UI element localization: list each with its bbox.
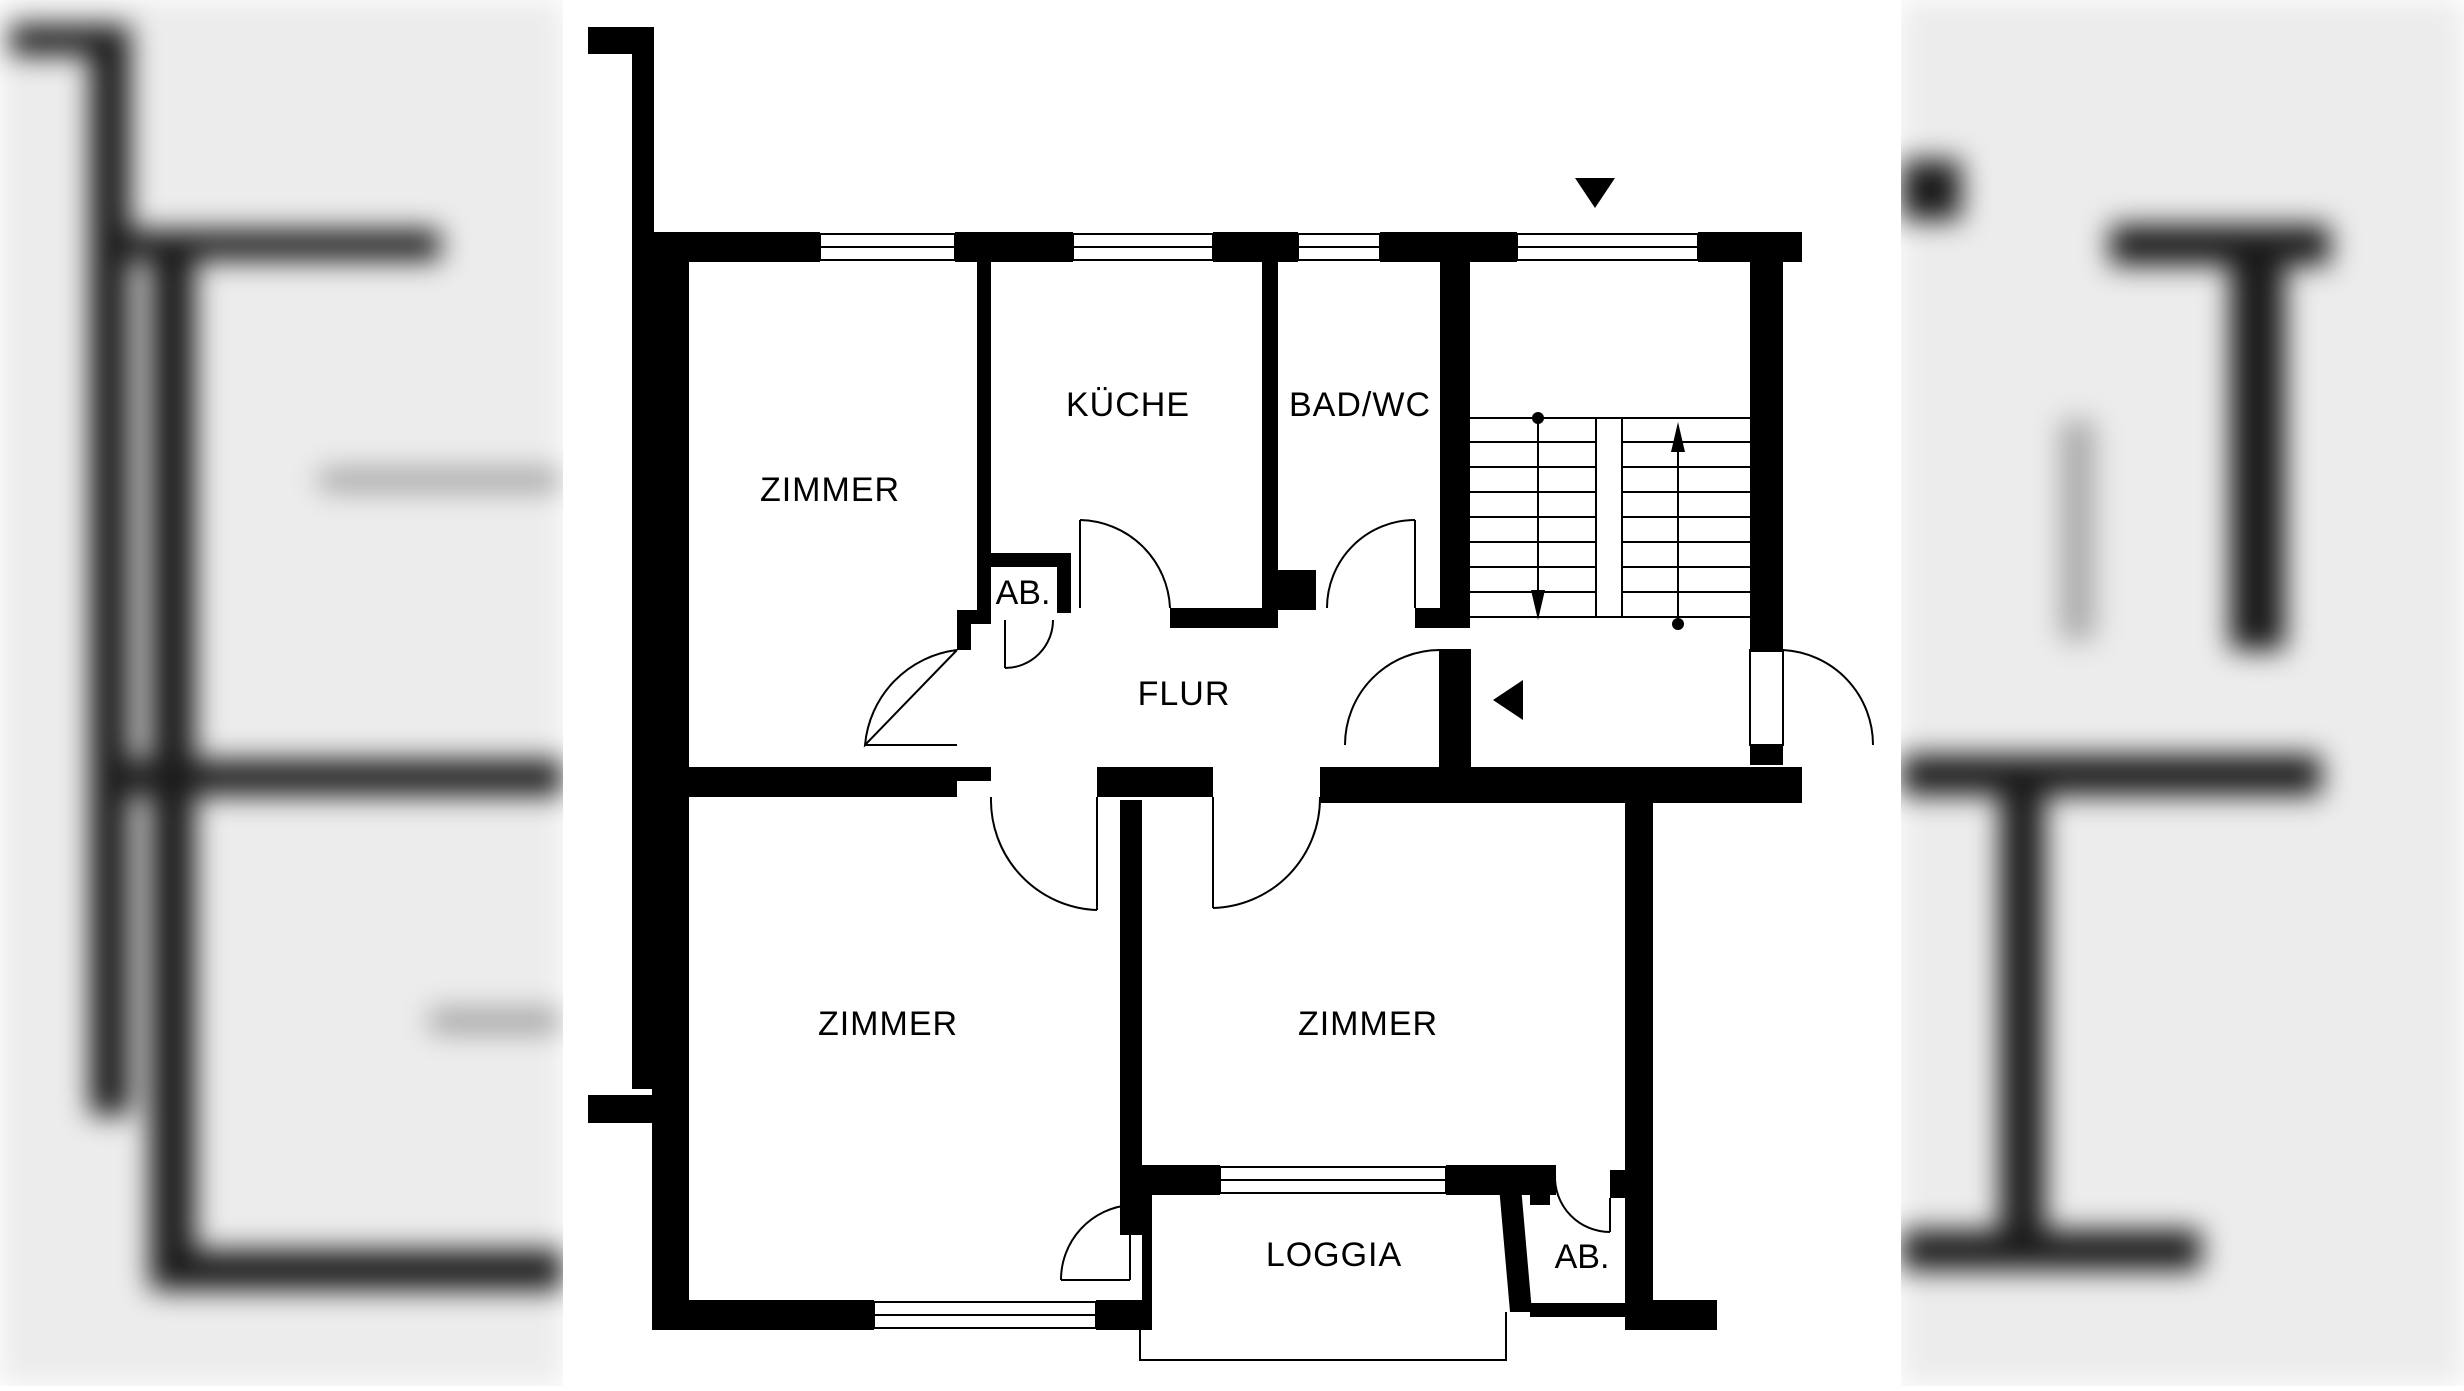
room-label-loggia: LOGGIA xyxy=(1266,1236,1402,1274)
loggia-outline xyxy=(1139,1312,1507,1361)
blurred-left-background xyxy=(0,0,563,1386)
room-label-kueche: KÜCHE xyxy=(1066,386,1190,424)
plan-panel xyxy=(563,0,1901,1386)
room-label-flur: FLUR xyxy=(1138,675,1231,713)
room-label-zimmer-se: ZIMMER xyxy=(1298,1005,1438,1043)
walls xyxy=(588,27,1802,1330)
room-label-bad-wc: BAD/WC xyxy=(1289,386,1431,424)
doors xyxy=(863,519,1875,1281)
arrow-icons xyxy=(1531,412,1685,630)
staircase xyxy=(1470,417,1750,624)
room-label-zimmer-sw: ZIMMER xyxy=(818,1005,958,1043)
room-label-zimmer-nw: ZIMMER xyxy=(760,471,900,509)
triangle-down-icon xyxy=(1575,178,1615,208)
room-label-abstell-loggia: AB. xyxy=(1555,1238,1610,1276)
triangle-left-icon xyxy=(1493,680,1523,720)
windows xyxy=(819,233,1699,1329)
room-label-abstell-flur: AB. xyxy=(996,574,1051,612)
blurred-right-background xyxy=(1901,0,2464,1386)
